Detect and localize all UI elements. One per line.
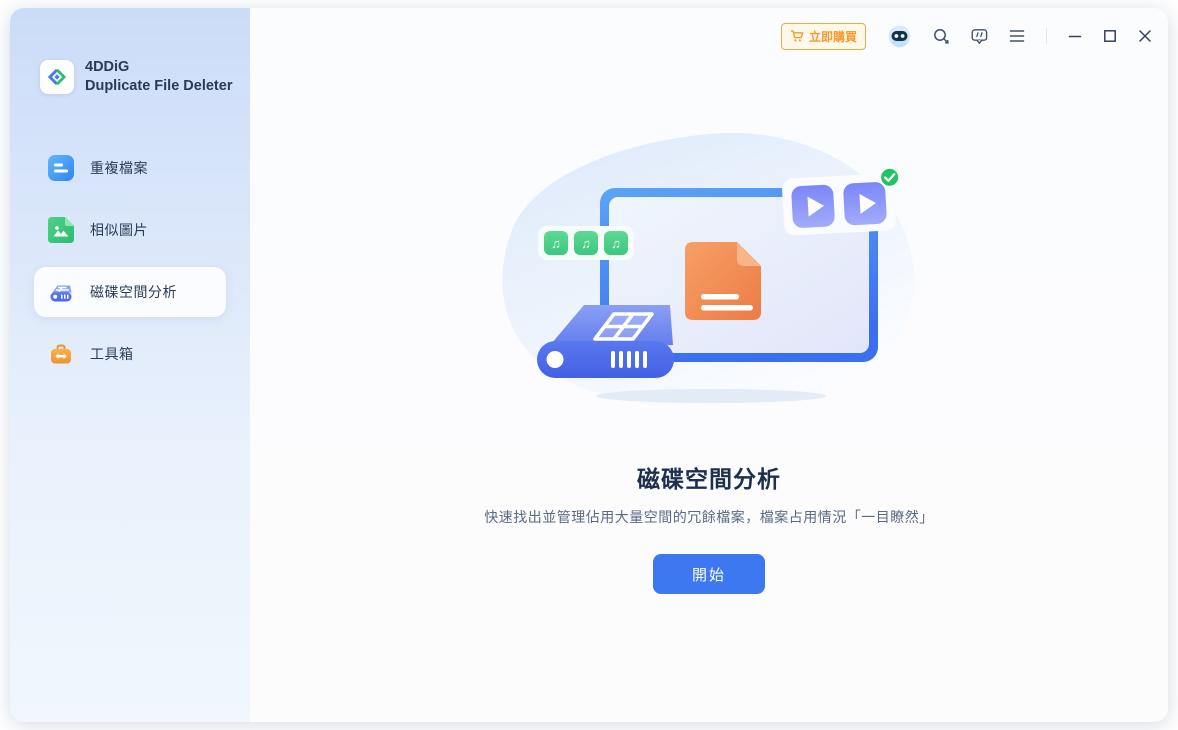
menu-icon[interactable]	[1009, 29, 1025, 43]
topbar-divider	[1046, 28, 1047, 44]
main-panel: 立即購買	[250, 8, 1168, 722]
disk-analysis-illustration: ♫ ♫ ♫	[502, 132, 915, 406]
maximize-icon[interactable]	[1103, 29, 1117, 43]
sidebar-item-disk-analysis[interactable]: 磁碟空間分析	[34, 267, 226, 318]
video-files-card	[782, 166, 901, 236]
hard-disk-graphic	[537, 305, 674, 378]
music-files-card: ♫ ♫ ♫	[538, 226, 634, 260]
close-icon[interactable]	[1138, 29, 1152, 43]
check-badge-icon	[879, 166, 901, 188]
cart-icon	[790, 29, 804, 43]
sidebar-item-similar-images[interactable]: 相似圖片	[34, 205, 226, 255]
robot-assistant-icon[interactable]	[887, 24, 912, 49]
disk-analysis-icon	[48, 279, 74, 305]
buy-now-button[interactable]: 立即購買	[780, 22, 866, 50]
minimize-icon[interactable]	[1068, 29, 1082, 43]
page-title: 磁碟空間分析	[637, 466, 781, 492]
feedback-icon[interactable]	[971, 28, 988, 45]
app-title: 4DDiG Duplicate File Deleter	[85, 59, 233, 94]
sidebar-nav: 重複檔案 相似圖片	[10, 143, 250, 391]
toolbox-icon	[48, 341, 74, 367]
buy-now-label: 立即購買	[808, 29, 857, 44]
start-button[interactable]: 開始	[653, 554, 765, 594]
sidebar-item-duplicate-files[interactable]: 重複檔案	[34, 143, 226, 193]
document-graphic	[685, 242, 761, 320]
similar-images-icon	[48, 217, 74, 244]
sidebar-item-label: 相似圖片	[90, 222, 148, 239]
duplicate-files-icon	[48, 155, 74, 182]
sidebar: 4DDiG Duplicate File Deleter 重複檔案	[10, 8, 250, 722]
topbar: 立即購買	[250, 8, 1168, 64]
music-note-icon: ♫	[551, 236, 561, 251]
app-logo-icon	[40, 59, 74, 94]
play-icon	[807, 196, 825, 217]
content-area: ♫ ♫ ♫	[250, 64, 1168, 722]
music-note-icon: ♫	[581, 236, 591, 251]
app-window: 4DDiG Duplicate File Deleter 重複檔案	[10, 8, 1168, 722]
search-icon[interactable]	[933, 28, 950, 45]
app-logo: 4DDiG Duplicate File Deleter	[40, 58, 250, 95]
page-subtitle: 快速找出並管理佔用大量空間的冗餘檔案，檔案占用情況「一目瞭然」	[484, 509, 934, 525]
sidebar-item-label: 重複檔案	[90, 160, 148, 177]
sidebar-item-label: 磁碟空間分析	[90, 284, 177, 301]
play-icon	[859, 193, 876, 214]
sidebar-item-toolbox[interactable]: 工具箱	[34, 329, 226, 379]
sidebar-item-label: 工具箱	[90, 346, 134, 363]
music-note-icon: ♫	[611, 236, 621, 251]
